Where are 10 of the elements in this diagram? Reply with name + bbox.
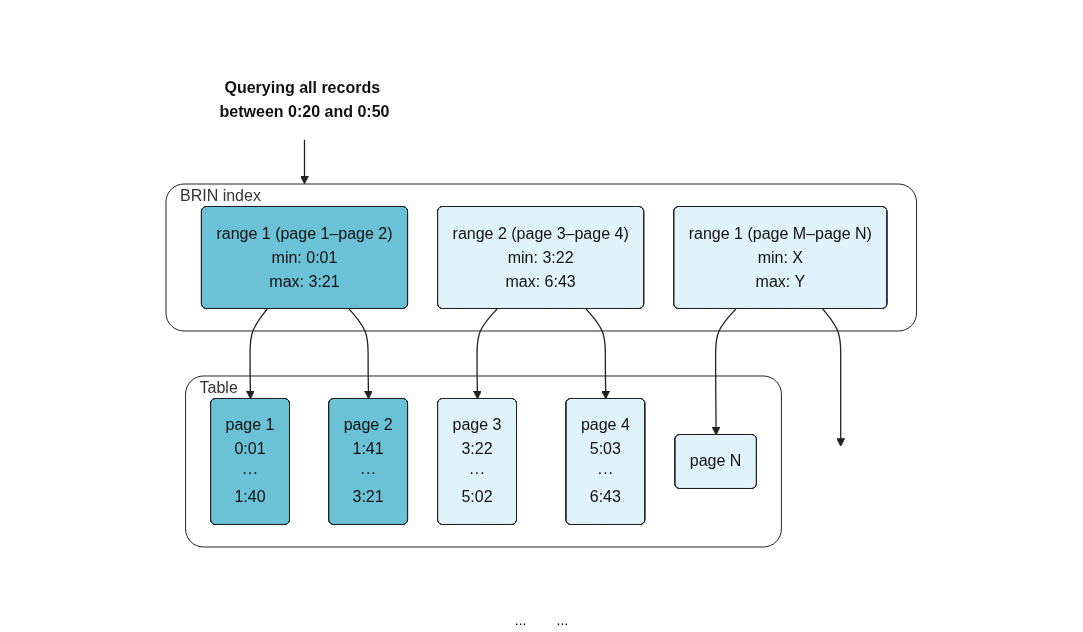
ellipsis-text: ... bbox=[556, 612, 569, 628]
arrow bbox=[711, 308, 737, 436]
arrow bbox=[473, 308, 498, 400]
node-text: Querying all records between 0:20 and 0:50 bbox=[219, 79, 390, 120]
arrow bbox=[585, 308, 611, 400]
arrow bbox=[300, 138, 310, 185]
arrow bbox=[246, 308, 269, 400]
arrow bbox=[822, 308, 846, 447]
ellipsis-text: ... bbox=[514, 612, 527, 628]
arrow bbox=[348, 308, 374, 400]
